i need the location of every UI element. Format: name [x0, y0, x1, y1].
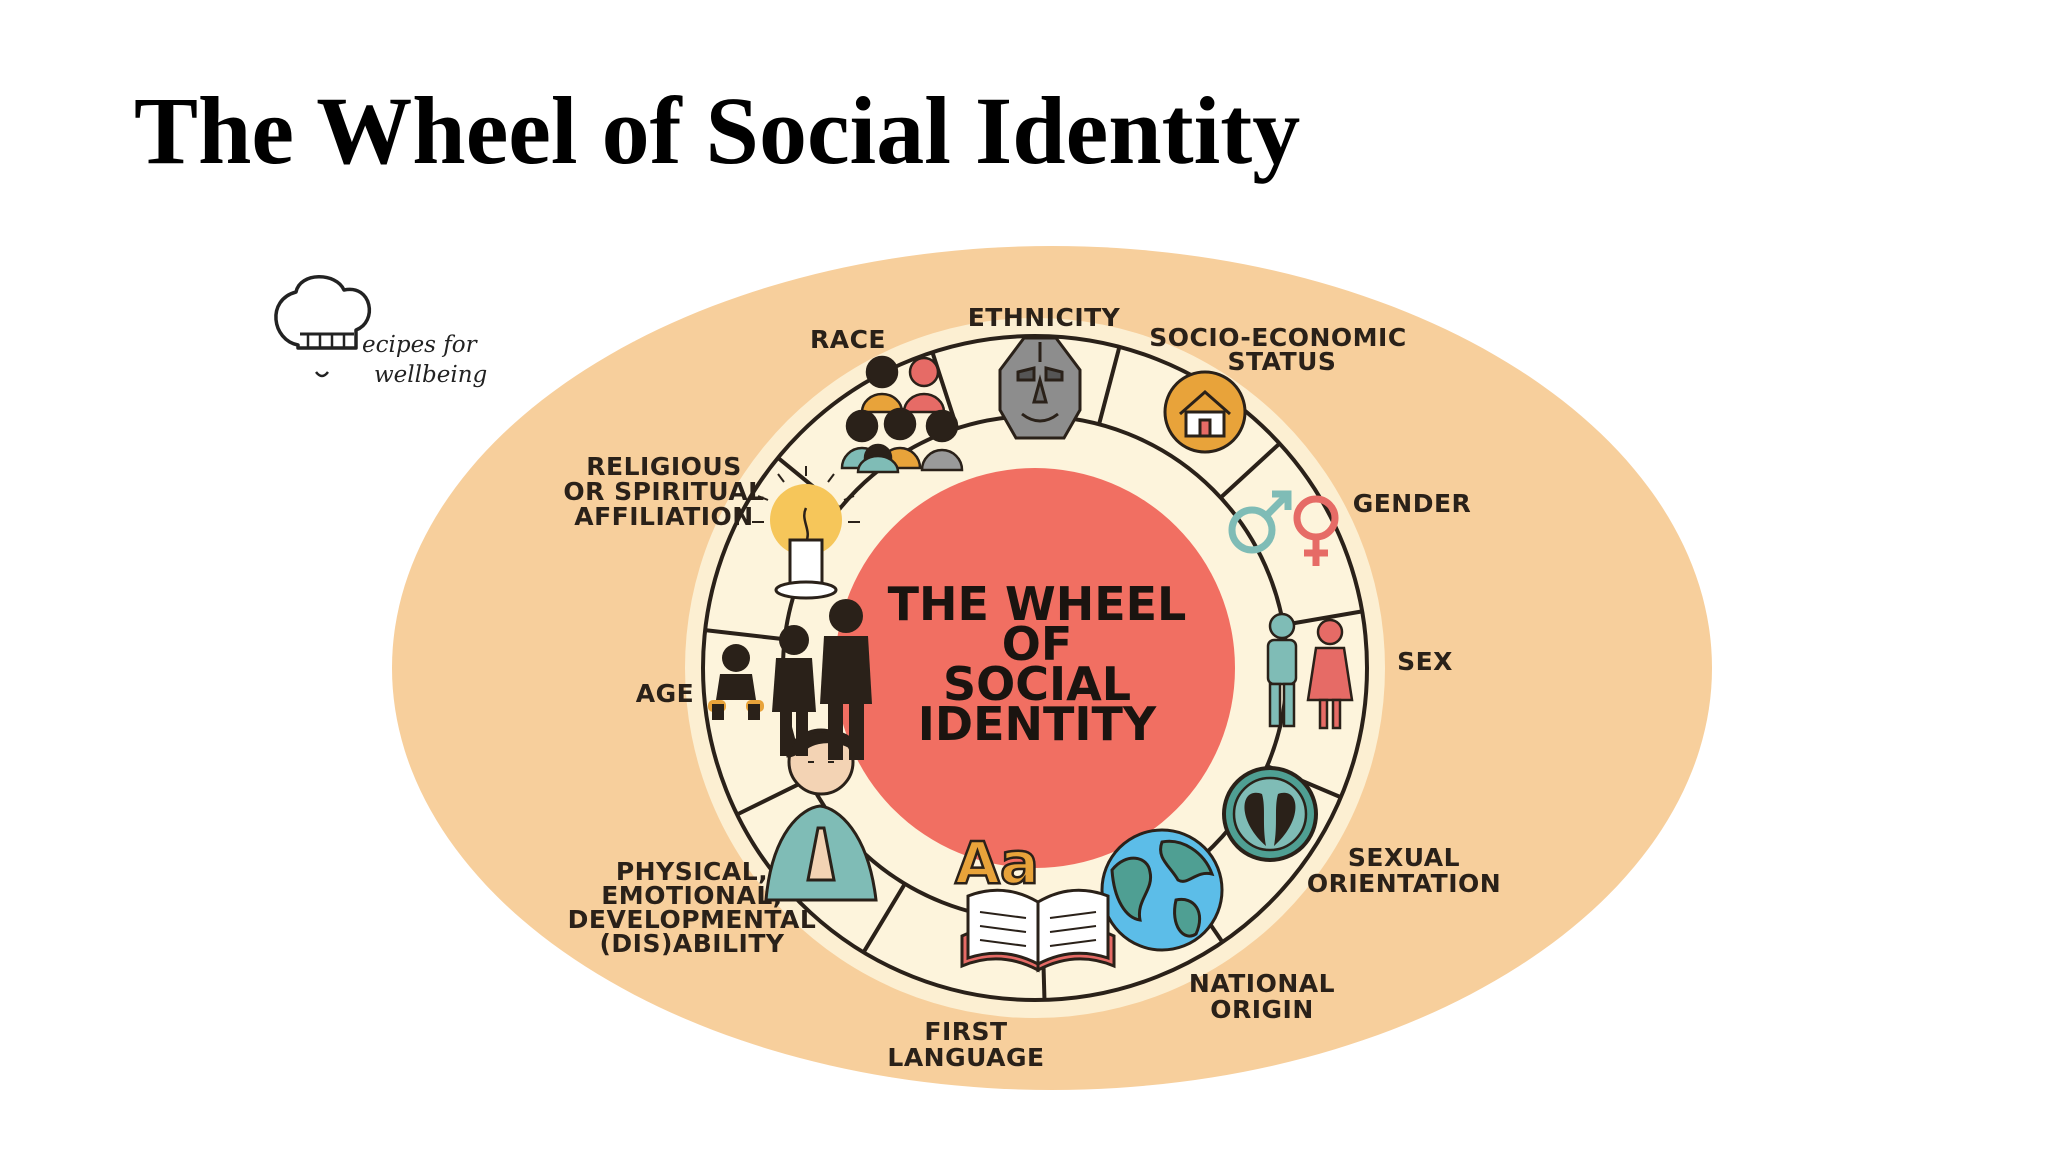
- house-icon: [1163, 370, 1247, 454]
- svg-text:AGE: AGE: [636, 679, 694, 708]
- candle-icon: [752, 466, 860, 600]
- svg-text:STATUS: STATUS: [1228, 347, 1337, 376]
- svg-text:FIRST: FIRST: [924, 1017, 1007, 1046]
- svg-text:GENDER: GENDER: [1353, 489, 1472, 518]
- logo-line-2: wellbeing: [374, 362, 487, 388]
- label-sex: SEX: [1397, 647, 1453, 676]
- center-line-4: IDENTITY: [918, 697, 1157, 751]
- mask-icon: [998, 336, 1082, 440]
- svg-text:RELIGIOUS: RELIGIOUS: [586, 452, 741, 481]
- page-title: The Wheel of Social Identity: [134, 77, 1301, 184]
- age-figures-icon: [708, 599, 872, 760]
- label-gender: GENDER: [1353, 489, 1472, 518]
- center-line-1: THE WHEEL: [888, 577, 1187, 631]
- svg-text:OR SPIRITUAL: OR SPIRITUAL: [563, 477, 764, 506]
- center-line-2: OF: [1002, 617, 1073, 671]
- label-race: RACE: [810, 325, 886, 354]
- svg-text:PHYSICAL,: PHYSICAL,: [616, 857, 768, 886]
- svg-text:SEX: SEX: [1397, 647, 1453, 676]
- svg-text:ETHNICITY: ETHNICITY: [968, 303, 1121, 332]
- svg-text:AFFILIATION: AFFILIATION: [574, 502, 753, 531]
- center-label: THE WHEEL OF SOCIAL IDENTITY: [888, 577, 1187, 751]
- label-national-origin: NATIONAL ORIGIN: [1189, 969, 1335, 1024]
- segment-divider: [1097, 346, 1122, 425]
- segment-divider: [1219, 442, 1281, 500]
- svg-text:SEXUAL: SEXUAL: [1348, 843, 1460, 872]
- svg-text:(DIS)ABILITY: (DIS)ABILITY: [599, 929, 784, 958]
- svg-text:ORIENTATION: ORIENTATION: [1307, 869, 1501, 898]
- segment-labels: RACE ETHNICITY SOCIO-ECONOMIC STATUS GEN…: [563, 303, 1501, 1072]
- gender-symbols-icon: [1228, 490, 1339, 566]
- label-ability: PHYSICAL, EMOTIONAL, DEVELOPMENTAL (DIS)…: [568, 857, 817, 958]
- svg-text:LANGUAGE: LANGUAGE: [887, 1043, 1044, 1072]
- aa-letters-icon: Aa: [955, 829, 1039, 897]
- label-socio-economic-status: SOCIO-ECONOMIC STATUS: [1149, 323, 1406, 376]
- label-first-language: FIRST LANGUAGE: [887, 1017, 1044, 1072]
- svg-text:SOCIO-ECONOMIC: SOCIO-ECONOMIC: [1149, 323, 1406, 352]
- label-sexual-orientation: SEXUAL ORIENTATION: [1307, 843, 1501, 898]
- open-book-icon: [960, 888, 1116, 973]
- center-circle: [835, 468, 1235, 868]
- svg-text:EMOTIONAL,: EMOTIONAL,: [601, 881, 783, 910]
- svg-text:ORIGIN: ORIGIN: [1210, 995, 1314, 1024]
- svg-text:DEVELOPMENTAL: DEVELOPMENTAL: [568, 905, 817, 934]
- label-religion: RELIGIOUS OR SPIRITUAL AFFILIATION: [563, 452, 764, 531]
- hearts-icon: [1222, 766, 1318, 862]
- svg-text:NATIONAL: NATIONAL: [1189, 969, 1335, 998]
- chef-hat-icon: [274, 275, 372, 350]
- recipes-for-wellbeing-logo: ecipes for wellbeing: [274, 275, 487, 388]
- segment-divider: [1282, 609, 1363, 627]
- svg-text:RACE: RACE: [810, 325, 886, 354]
- label-age: AGE: [636, 679, 694, 708]
- globe-icon: [1100, 828, 1224, 952]
- logo-line-1: ecipes for: [362, 332, 479, 358]
- people-group-icon: [840, 355, 964, 474]
- segment-divider: [861, 882, 907, 954]
- center-line-3: SOCIAL: [943, 657, 1131, 711]
- segment-divider: [704, 628, 785, 642]
- segment-icons: Aa: [708, 336, 1354, 973]
- label-ethnicity: ETHNICITY: [968, 303, 1121, 332]
- man-woman-icon: [1266, 612, 1354, 730]
